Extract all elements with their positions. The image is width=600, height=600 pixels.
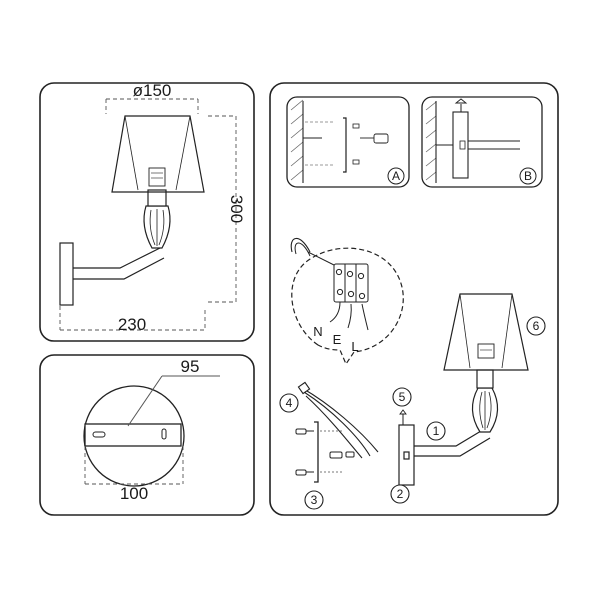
installation-panel: A B — [269, 82, 559, 516]
dimension-shade-diameter: ø150 — [133, 81, 172, 100]
bracket-slot-right — [161, 428, 167, 440]
bracket-and-screws — [295, 421, 355, 483]
mounted-lamp — [398, 293, 529, 486]
dimension-lines — [59, 98, 237, 331]
mounted-lamp-shade — [443, 293, 529, 371]
wire-earth: E — [333, 332, 342, 347]
step-6-label: 6 — [533, 319, 540, 333]
dimension-plate-width: 95 — [181, 357, 200, 376]
step-1-circle — [426, 421, 446, 441]
wall-plate-panel: 95 100 — [39, 354, 255, 516]
step-3-circle — [304, 490, 324, 510]
installation-panel-frame — [269, 82, 559, 516]
detail-a-label: A — [392, 169, 400, 183]
wiring-bubble-outline — [291, 247, 404, 366]
plate-dimension-lines — [84, 446, 184, 485]
step-2-label: 2 — [397, 487, 404, 501]
dimension-plate-height: 100 — [120, 484, 148, 503]
step-5-circle — [392, 387, 412, 407]
dimensions-panel-frame — [39, 82, 255, 342]
dimension-projection: 230 — [118, 315, 146, 334]
step-4-circle — [279, 393, 299, 413]
step-3-label: 3 — [311, 493, 318, 507]
step-2-circle — [390, 484, 410, 504]
detail-a-frame — [286, 96, 410, 188]
wire-live: L — [351, 339, 358, 354]
bracket-slot-left — [92, 431, 106, 438]
detail-b-frame — [421, 96, 543, 188]
bulb-holder — [148, 167, 166, 187]
ceiling-box-circle — [83, 385, 185, 487]
detail-b-label: B — [524, 169, 532, 183]
detail-a: A — [286, 96, 410, 188]
detail-b: B — [421, 96, 543, 188]
step-callouts — [279, 316, 546, 510]
mounted-arm — [414, 427, 487, 447]
step-1-label: 1 — [433, 424, 440, 438]
wiring-bubble: N E L — [290, 237, 404, 366]
step-6-circle — [526, 316, 546, 336]
dimensions-panel: ø150 300 230 — [39, 81, 255, 342]
dimension-height: 300 — [227, 195, 246, 223]
supply-cables — [297, 381, 379, 459]
detail-b-label-circle — [519, 167, 537, 185]
detail-a-label-circle — [387, 167, 405, 185]
mounting-bracket — [84, 423, 182, 447]
lamp-shade — [111, 115, 205, 193]
wall-plate-panel-frame — [39, 354, 255, 516]
terminal-block — [333, 263, 369, 303]
step-4-label: 4 — [286, 396, 293, 410]
wall-plate — [59, 242, 74, 306]
lamp-side-view — [59, 115, 205, 306]
step-5-label: 5 — [399, 390, 406, 404]
lamp-arm — [73, 247, 161, 269]
wire-neutral: N — [313, 324, 322, 339]
